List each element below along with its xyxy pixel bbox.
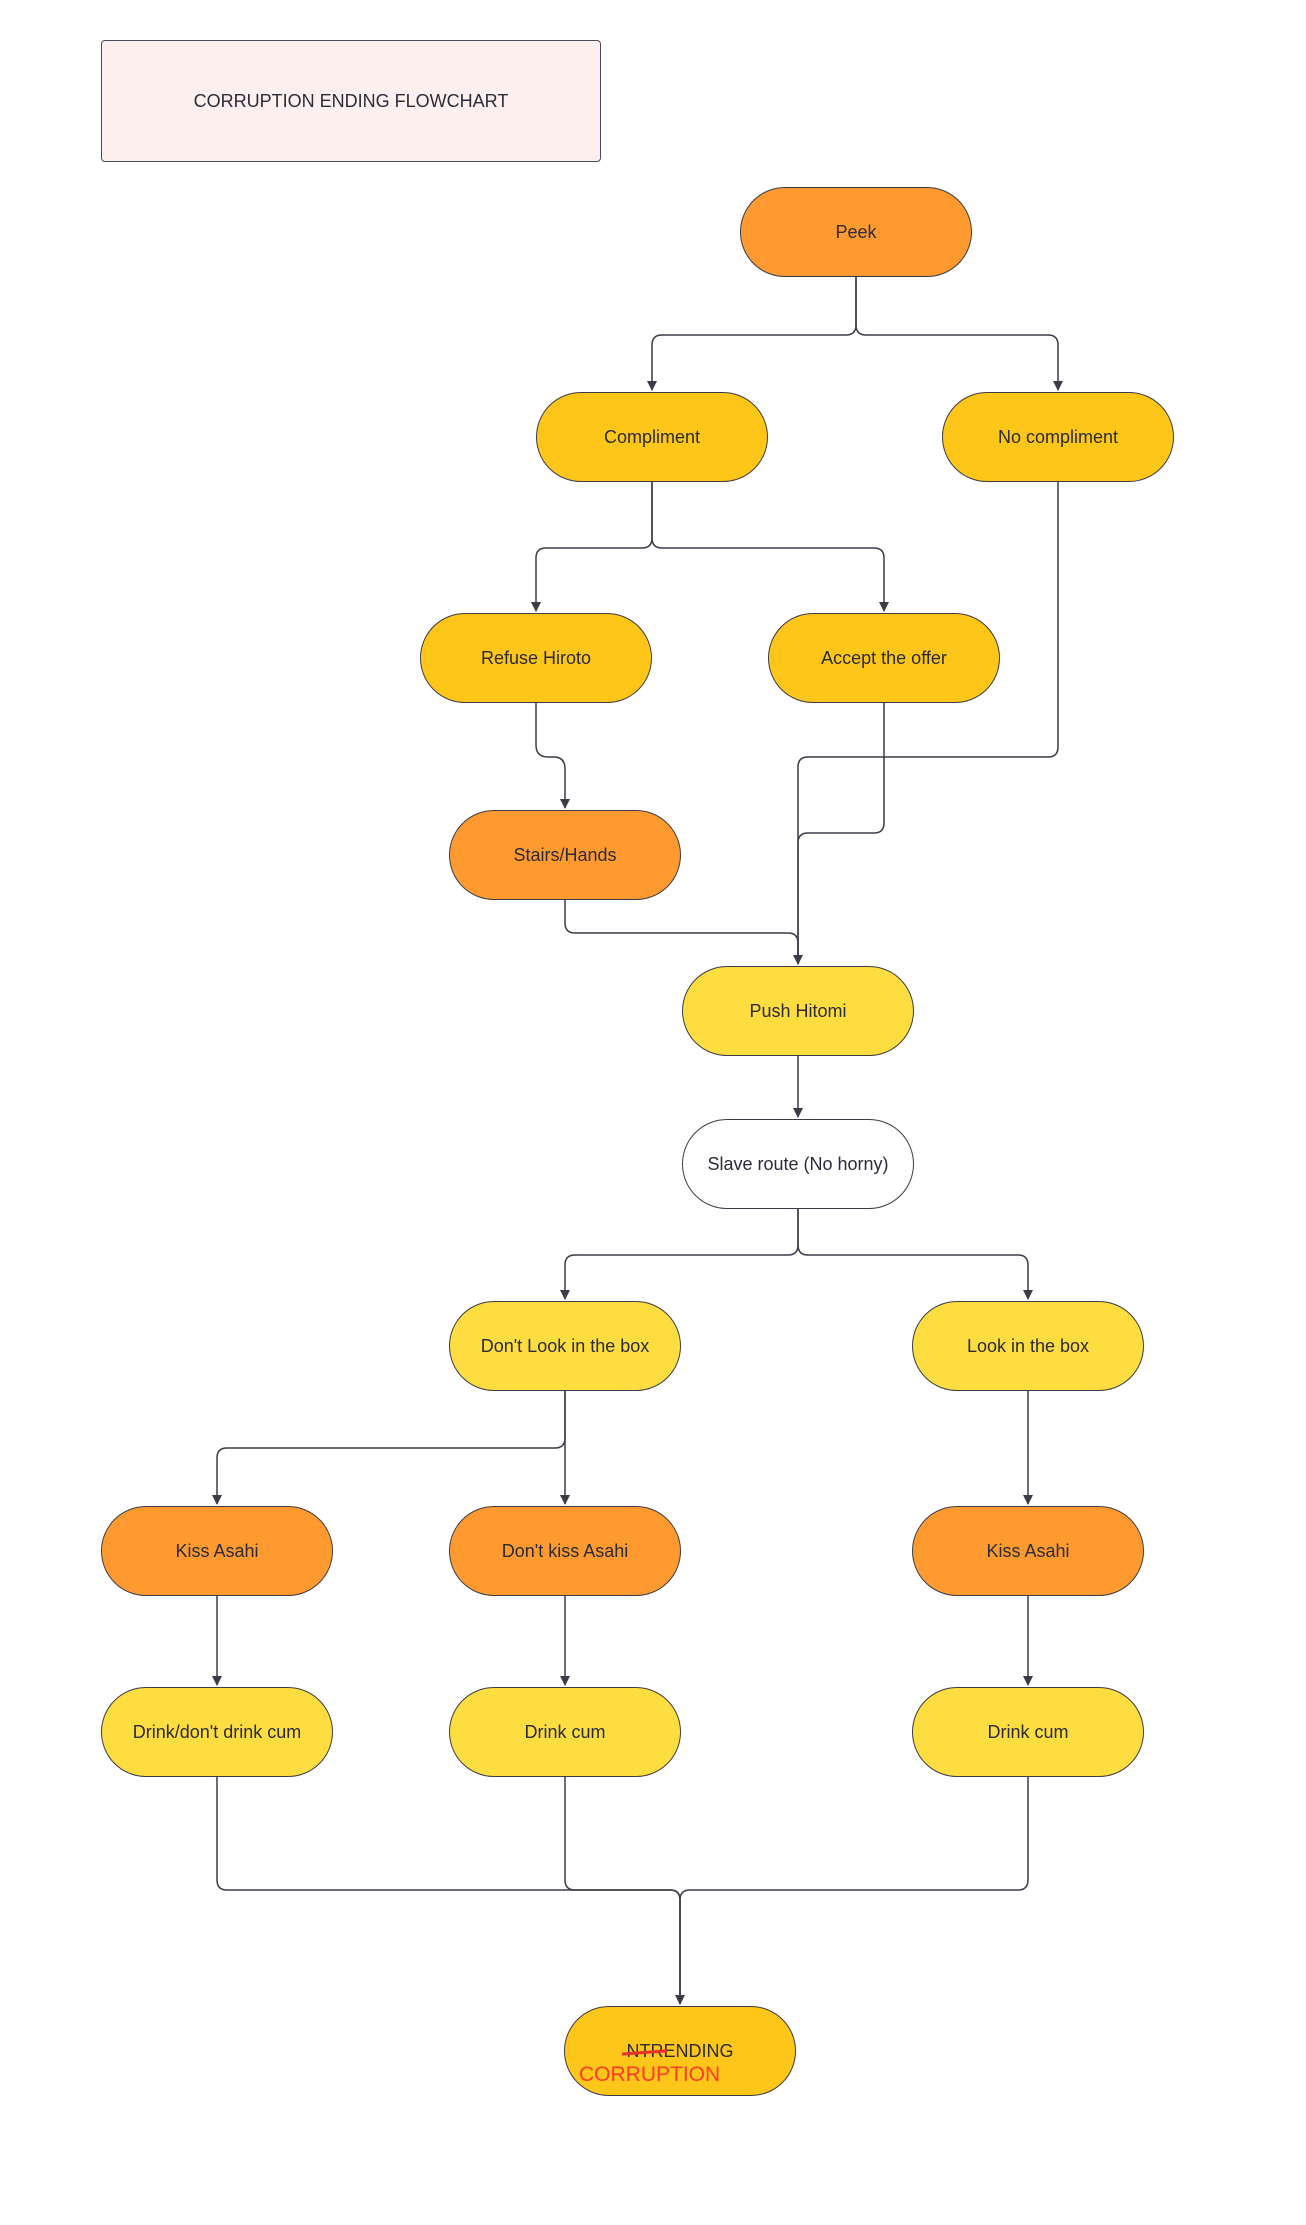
edge-no-compliment-push [793, 482, 1059, 965]
node-kiss-asahi-left-label: Kiss Asahi [175, 1540, 259, 1561]
edge-peek-no-compliment [855, 277, 1063, 391]
node-drink-dont-drink-label: Drink/don't drink cum [132, 1721, 302, 1742]
node-peek-label: Peek [835, 221, 877, 242]
node-push-hitomi[interactable]: Push Hitomi [682, 966, 914, 1056]
edge-stairs-push [564, 900, 799, 964]
node-slave-route-label: Slave route (No horny) [707, 1153, 889, 1174]
node-refuse-hiroto-label: Refuse Hiroto [480, 647, 592, 668]
node-ending[interactable]: NTRENDING CORRUPTION [564, 2006, 796, 2096]
node-look-box[interactable]: Look in the box [912, 1301, 1144, 1391]
node-stairs-hands[interactable]: Stairs/Hands [449, 810, 681, 900]
node-ending-main: NTRENDING [626, 2041, 733, 2062]
node-slave-route[interactable]: Slave route (No horny) [682, 1119, 914, 1209]
node-peek[interactable]: Peek [740, 187, 972, 277]
node-drink-cum-mid-label: Drink cum [524, 1721, 606, 1742]
edge-drink-mid-ending [564, 1777, 681, 2004]
node-drink-cum-mid[interactable]: Drink cum [449, 1687, 681, 1777]
node-dont-look-box-label: Don't Look in the box [480, 1335, 650, 1356]
node-refuse-hiroto[interactable]: Refuse Hiroto [420, 613, 652, 703]
node-accept-offer[interactable]: Accept the offer [768, 613, 1000, 703]
node-push-hitomi-label: Push Hitomi [749, 1000, 847, 1021]
edge-compliment-refuse [531, 482, 653, 612]
edge-accept-push [797, 703, 885, 964]
edge-peek-compliment [647, 277, 857, 391]
node-dont-kiss-asahi[interactable]: Don't kiss Asahi [449, 1506, 681, 1596]
node-kiss-asahi-right[interactable]: Kiss Asahi [912, 1506, 1144, 1596]
node-drink-cum-right-label: Drink cum [987, 1721, 1069, 1742]
node-kiss-asahi-left[interactable]: Kiss Asahi [101, 1506, 333, 1596]
node-ending-main-text: ENDING [663, 2040, 734, 2061]
edge-slave-look [797, 1209, 1033, 1300]
node-kiss-asahi-right-label: Kiss Asahi [986, 1540, 1070, 1561]
flowchart-title: CORRUPTION ENDING FLOWCHART [101, 40, 601, 162]
node-ending-struck-text: NTR [626, 2040, 664, 2061]
node-no-compliment[interactable]: No compliment [942, 392, 1174, 482]
node-dont-kiss-asahi-label: Don't kiss Asahi [501, 1540, 629, 1561]
node-dont-look-box[interactable]: Don't Look in the box [449, 1301, 681, 1391]
edge-drink-right-ending [679, 1777, 1029, 2004]
node-stairs-hands-label: Stairs/Hands [513, 844, 617, 865]
node-accept-offer-label: Accept the offer [821, 647, 947, 668]
flowchart-title-text: CORRUPTION ENDING FLOWCHART [193, 90, 509, 111]
edge-dont-look-kiss-left [212, 1391, 566, 1505]
node-compliment[interactable]: Compliment [536, 392, 768, 482]
node-drink-cum-right[interactable]: Drink cum [912, 1687, 1144, 1777]
edge-refuse-stairs [535, 703, 570, 809]
node-no-compliment-label: No compliment [997, 426, 1119, 447]
edge-slave-dont-look [560, 1209, 799, 1300]
node-ending-note: CORRUPTION [579, 2063, 721, 2086]
node-compliment-label: Compliment [603, 426, 701, 447]
node-look-box-label: Look in the box [966, 1335, 1090, 1356]
edge-compliment-accept [651, 482, 889, 612]
node-drink-dont-drink[interactable]: Drink/don't drink cum [101, 1687, 333, 1777]
